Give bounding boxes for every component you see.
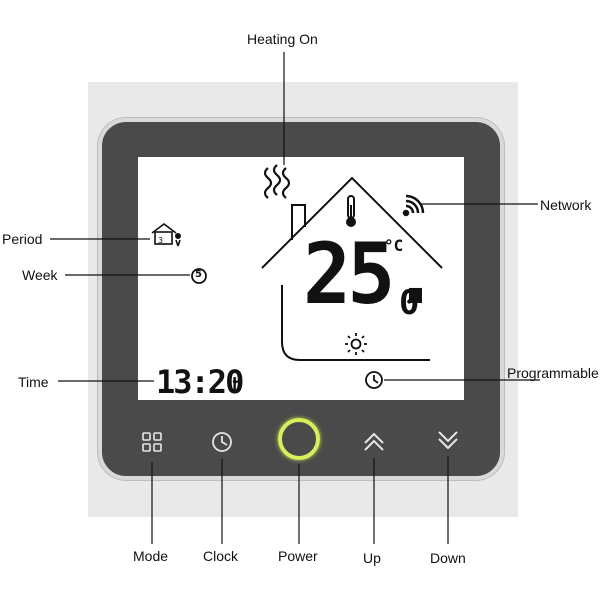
week-label: Week (22, 267, 58, 283)
power-button[interactable] (278, 418, 320, 460)
time-label: Time (18, 374, 49, 390)
week-day-number: 5 (195, 269, 202, 280)
up-label: Up (363, 550, 381, 566)
time-readout: 13:20 (156, 363, 244, 401)
chevron-down-icon (438, 431, 458, 450)
house-outline (261, 176, 443, 361)
mode-label: Mode (133, 548, 169, 564)
thermometer-icon (346, 195, 356, 227)
temperature-unit: °C (384, 236, 404, 255)
programmable-label: Programmable (507, 365, 599, 381)
week-5-icon (191, 268, 207, 284)
clock-button[interactable] (204, 424, 240, 460)
power-label: Power (278, 548, 318, 564)
network-label: Network (540, 197, 592, 213)
heating-on-label: Heating On (247, 31, 318, 47)
programmable-clock-icon (365, 371, 383, 389)
clock-icon (212, 432, 232, 452)
temperature-decimal: 0 (399, 283, 420, 323)
svg-text:3: 3 (158, 236, 163, 245)
sun-icon (345, 333, 367, 355)
chevron-up-icon (364, 432, 384, 451)
mode-grid-icon (142, 432, 162, 452)
wifi-icon (402, 194, 425, 217)
down-label: Down (430, 550, 466, 566)
period-home-icon (151, 223, 182, 247)
up-button[interactable] (356, 424, 392, 460)
mode-button[interactable] (134, 424, 170, 460)
callout-lines (50, 52, 540, 544)
down-button[interactable] (430, 424, 466, 460)
temperature-main: 25. (303, 225, 440, 323)
clock-label: Clock (203, 548, 239, 564)
period-label: Period (2, 231, 43, 247)
heating-waves-icon (263, 164, 291, 199)
time-unit: h (232, 375, 243, 395)
